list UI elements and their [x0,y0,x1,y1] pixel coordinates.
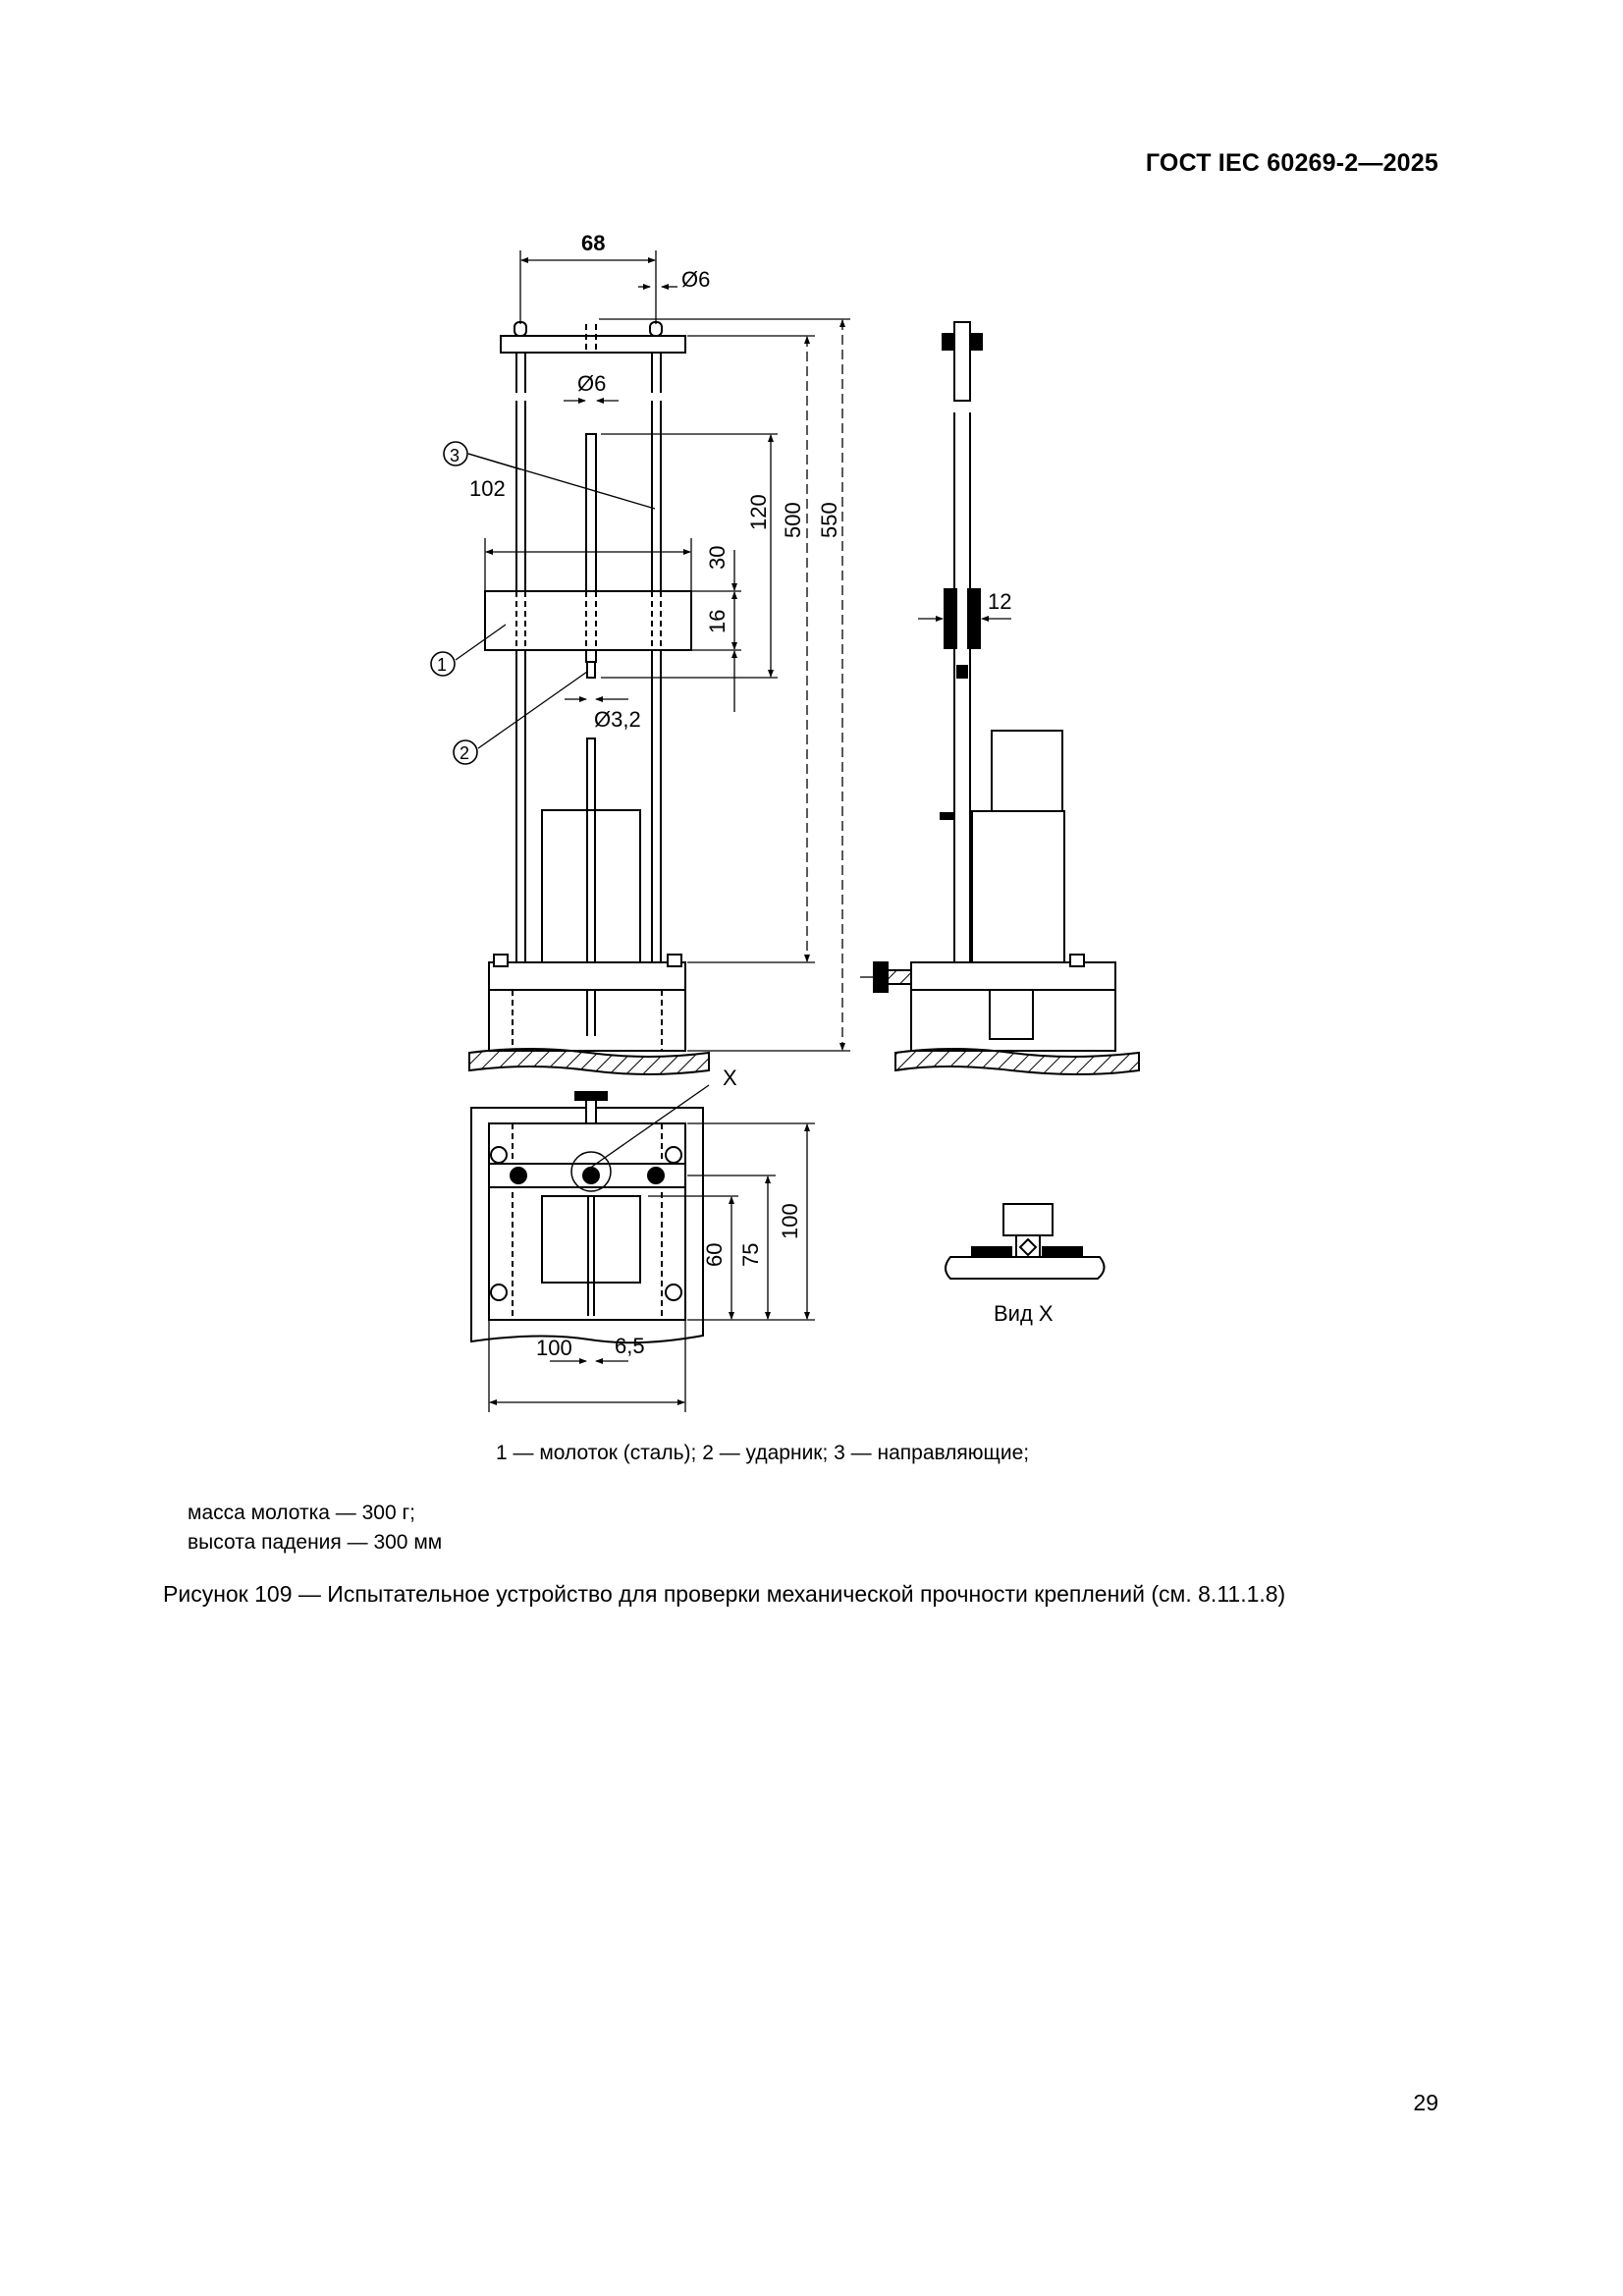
dim-diam-striker: Ø3,2 [594,707,641,732]
front-view [430,250,850,1075]
dim-102: 102 [469,476,506,501]
dim-16: 16 [705,610,730,633]
callout-1: 1 [437,655,447,675]
dim-12: 12 [988,589,1011,614]
dim-120: 120 [746,494,771,530]
dim-plan-60: 60 [702,1243,727,1267]
note-drop-height: высота падения — 300 мм [188,1531,443,1554]
dim-diam-guide: Ø6 [681,267,710,292]
dim-bottom-100: 100 [536,1336,572,1360]
note-hammer-mass: масса молотка — 300 г; [188,1502,415,1524]
dim-plan-75: 75 [738,1243,763,1267]
dim-plan-100: 100 [778,1203,802,1239]
callout-3: 3 [450,446,460,465]
view-marker-x: X [723,1066,737,1090]
figure-caption: Рисунок 109 — Испытательное устройство д… [163,1581,1286,1607]
figure-legend: 1 — молоток (сталь); 2 — ударник; 3 — на… [496,1442,1030,1464]
document-header: ГОСТ IEC 60269-2—2025 [1145,149,1438,177]
test-device-drawing: 68 Ø6 Ø6 102 120 500 550 30 16 Ø3,2 12 1… [430,231,1140,1412]
dim-500: 500 [781,502,805,538]
plan-view [470,1084,815,1412]
dim-diam-rod: Ø6 [577,371,606,396]
view-x-label: Вид X [994,1301,1054,1326]
side-view [860,321,1140,1075]
dim-68: 68 [581,231,605,255]
page-number: 29 [1413,2090,1438,2115]
view-x-detail [945,1203,1106,1280]
figure-notes: масса молотка — 300 г; высота падения — … [188,1499,442,1558]
dim-bottom-6-5: 6,5 [615,1334,645,1358]
dim-30: 30 [705,546,730,570]
dim-550: 550 [817,502,841,538]
callout-2: 2 [460,743,469,763]
